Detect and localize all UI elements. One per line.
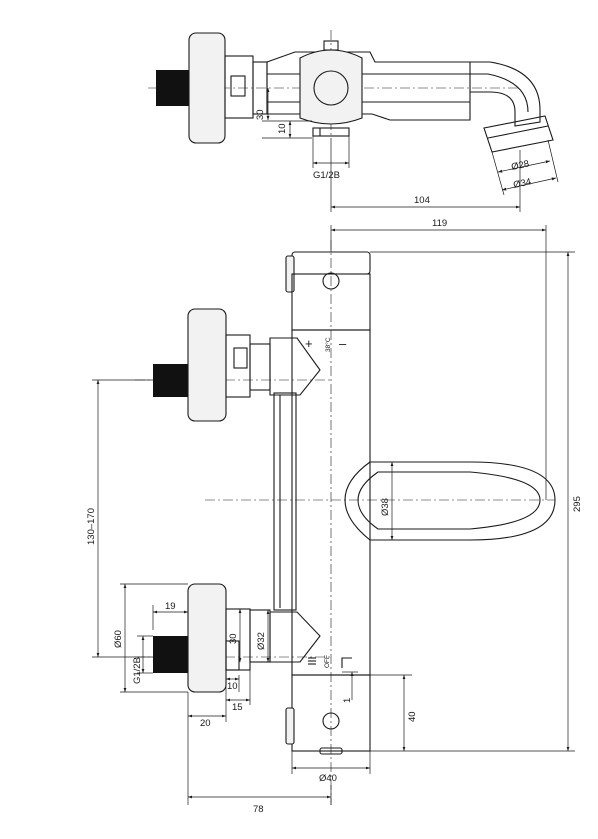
- top-eccentric: [224, 55, 254, 119]
- front-dim-40: 40: [407, 711, 418, 722]
- front-dim-dia38: Ø38: [380, 498, 391, 516]
- front-dim-20: 20: [200, 718, 211, 729]
- front-lower-rosette: [187, 583, 227, 693]
- front-dim-119: 119: [432, 218, 447, 229]
- top-thread-label: G1/2B: [313, 170, 340, 181]
- front-dim-78: 78: [253, 804, 264, 815]
- front-dim-15: 15: [232, 702, 243, 713]
- marking-minus: –: [339, 336, 347, 351]
- top-body: [266, 51, 471, 121]
- top-dim-30: 30: [255, 109, 266, 120]
- front-spout: [344, 461, 556, 541]
- front-dim-dia32: Ø32: [256, 632, 267, 650]
- top-dim-104: 104: [414, 195, 430, 206]
- top-dim-dia34: Ø34: [512, 176, 532, 190]
- flow-icon: [308, 657, 316, 665]
- top-rosette: [188, 32, 226, 144]
- front-dim-19: 19: [165, 601, 176, 612]
- front-dim-dia60: Ø60: [113, 630, 124, 648]
- top-center-circle: [313, 70, 349, 106]
- front-upper-nipple: [153, 364, 188, 397]
- top-spout: [470, 61, 541, 127]
- front-lower-union: [269, 611, 321, 663]
- front-dim-10: 10: [227, 681, 238, 692]
- top-dim-10: 10: [277, 123, 288, 134]
- front-bridge-pipe: [273, 392, 297, 611]
- front-dim-30: 30: [228, 633, 239, 644]
- front-upper-union: [269, 337, 321, 396]
- front-dim-range: 130–170: [86, 508, 97, 545]
- marking-off: OFF: [324, 655, 331, 668]
- marking-corner: [341, 657, 352, 668]
- front-bottom-handle-marker: [322, 712, 340, 730]
- front-top-handle-marker: [322, 272, 340, 290]
- top-view: 30 10 G1/2B Ø28 Ø34 104: [148, 30, 559, 212]
- top-threaded-nipple: [156, 70, 189, 106]
- front-lower-nipple: [153, 636, 188, 673]
- front-dim-295: 295: [572, 496, 583, 512]
- top-boss: [299, 49, 363, 125]
- front-dim-1: 1: [342, 698, 353, 703]
- top-aerator: [483, 115, 554, 153]
- marking-temp: 38°C: [324, 337, 332, 352]
- front-dim-dia40: Ø40: [319, 773, 337, 784]
- front-upper-rosette: [187, 308, 227, 422]
- marking-plus: +: [305, 336, 313, 351]
- front-view: + 38°C – OFF 119 295 130–170 Ø38 19: [86, 218, 583, 815]
- front-thread-label: G1/2B: [132, 657, 143, 684]
